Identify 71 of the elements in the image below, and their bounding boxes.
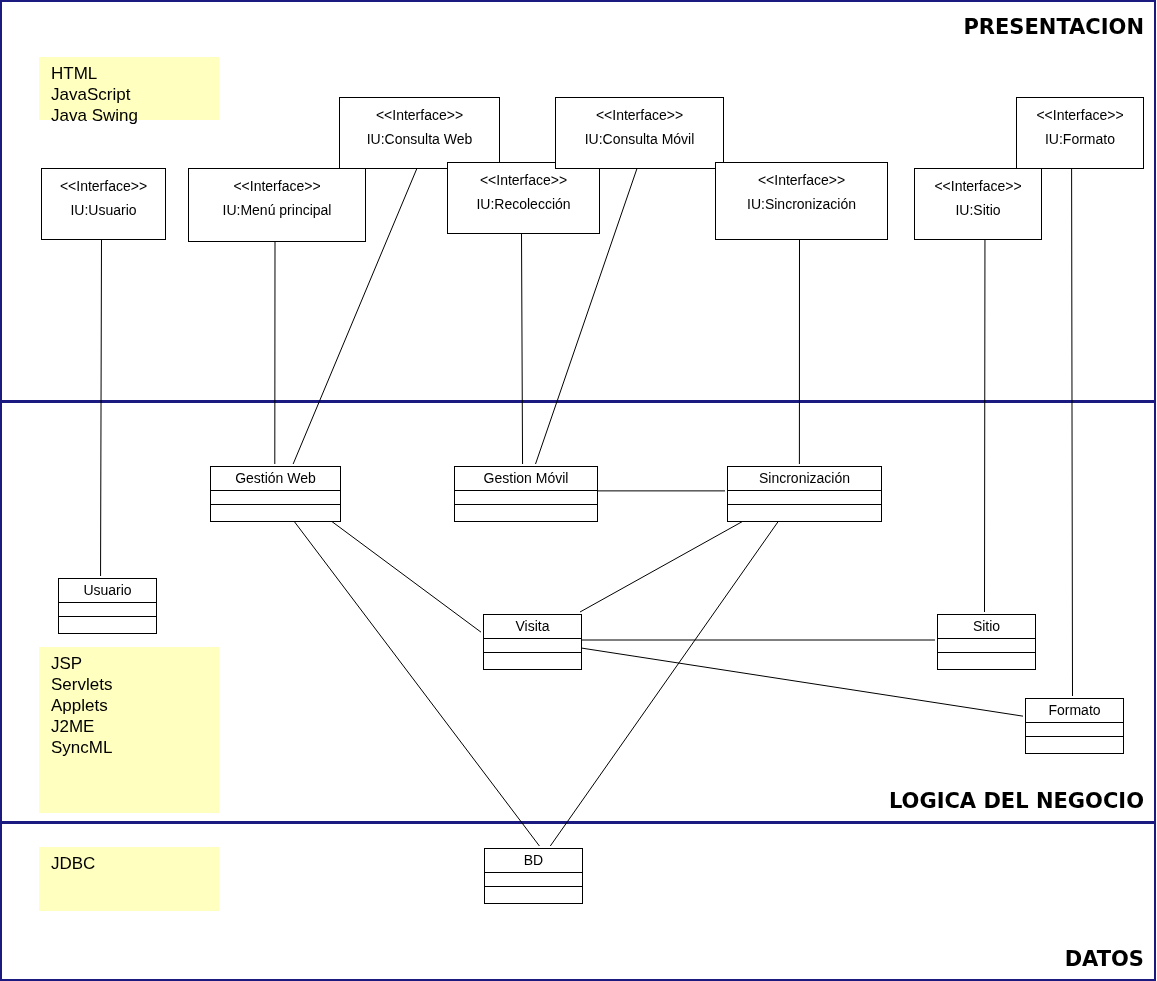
interface-box <box>914 168 1042 240</box>
interface-box <box>41 168 166 240</box>
technology-name: Applets <box>51 695 108 716</box>
stereotype-text: <<Interface>> <box>375 106 464 124</box>
layer-band <box>0 401 1156 823</box>
association-line <box>292 519 540 847</box>
interface-box <box>715 162 888 240</box>
association-line <box>100 237 102 577</box>
interface-name: IU:Sincronización <box>747 195 856 213</box>
stereotype-text: <<Interface>> <box>934 177 1022 195</box>
layer-title: DATOS <box>1064 945 1144 973</box>
association-line <box>579 647 1024 717</box>
association-line <box>521 231 524 465</box>
interface-name: IU:Formato <box>1045 130 1115 148</box>
interface-name: IU:Recolección <box>476 195 571 213</box>
association-line <box>274 239 276 465</box>
association-line <box>984 237 986 613</box>
interface-name: IU:Consulta Móvil <box>584 130 695 148</box>
interface-name: IU:Consulta Web <box>366 130 473 148</box>
class-name: Sincronización <box>758 469 851 488</box>
interface-name: IU:Menú principal <box>222 201 332 219</box>
class-box <box>484 848 583 904</box>
technology-name: J2ME <box>51 716 95 737</box>
association-line <box>798 237 800 465</box>
association-line <box>595 490 726 492</box>
interface-box <box>447 162 600 234</box>
technology-name: JSP <box>51 653 83 674</box>
interface-box <box>555 97 724 169</box>
stereotype-text: <<Interface>> <box>595 106 684 124</box>
association-line <box>549 519 780 847</box>
interface-name: IU:Sitio <box>955 201 1001 219</box>
association-line <box>579 639 936 641</box>
technology-name: JavaScript <box>51 84 131 105</box>
layer-title: LOGICA DEL NEGOCIO <box>888 787 1144 815</box>
layer-title: PRESENTACION <box>963 14 1144 41</box>
technology-name: Servlets <box>51 674 113 695</box>
technology-note <box>39 847 219 911</box>
class-box <box>937 614 1036 670</box>
interface-box <box>339 97 500 169</box>
stereotype-text: <<Interface>> <box>59 177 148 195</box>
stereotype-text: <<Interface>> <box>1036 106 1124 124</box>
technology-name: SyncML <box>51 737 113 758</box>
interface-box <box>188 168 366 242</box>
class-name: Gestión Web <box>235 469 316 488</box>
stereotype-text: <<Interface>> <box>757 171 846 189</box>
technology-name: JDBC <box>51 853 96 874</box>
class-box <box>58 578 157 634</box>
layer-band <box>0 0 1156 402</box>
technology-note <box>39 647 219 813</box>
interface-box <box>1016 97 1144 169</box>
technology-name: HTML <box>51 63 98 84</box>
class-name: Usuario <box>83 581 132 600</box>
class-name: BD <box>523 851 544 870</box>
association-line <box>1071 166 1073 697</box>
layer-band <box>0 822 1156 981</box>
association-line <box>535 166 638 465</box>
interface-name: IU:Usuario <box>70 201 137 219</box>
stereotype-text: <<Interface>> <box>233 177 321 195</box>
class-box <box>454 466 598 522</box>
class-name: Gestion Móvil <box>483 469 569 488</box>
technology-name: Java Swing <box>51 105 138 126</box>
association-line <box>329 519 482 633</box>
class-box <box>210 466 341 522</box>
class-name: Visita <box>515 617 550 636</box>
class-name: Formato <box>1048 701 1101 720</box>
stereotype-text: <<Interface>> <box>479 171 568 189</box>
class-box <box>727 466 882 522</box>
class-name: Sitio <box>972 617 1001 636</box>
class-box <box>483 614 582 670</box>
association-line <box>292 166 418 465</box>
class-box <box>1025 698 1124 754</box>
